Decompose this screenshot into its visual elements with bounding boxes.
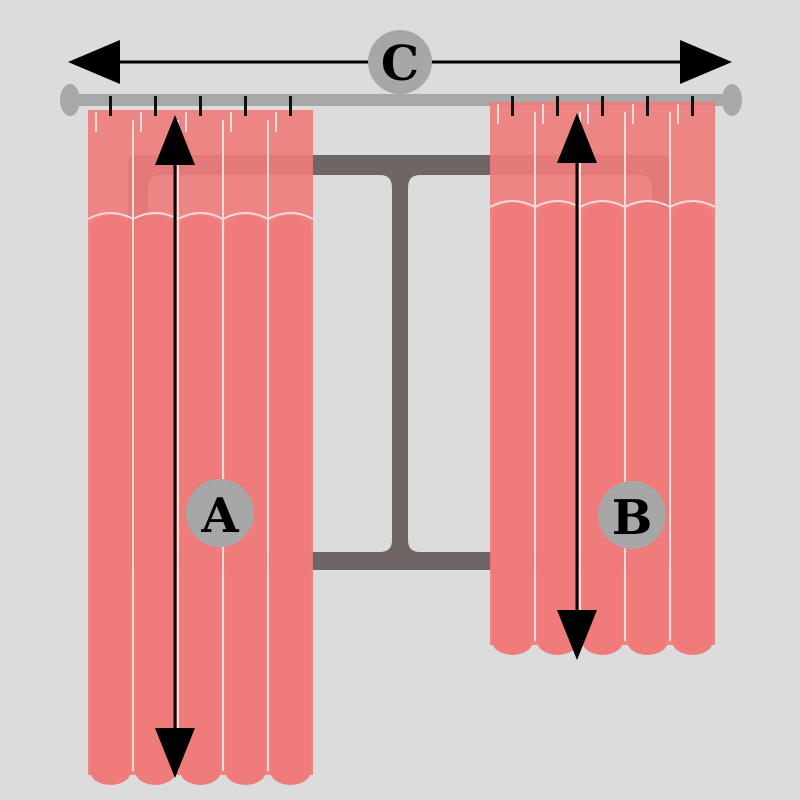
right-drop-label-circle [598,481,666,549]
width-measurement: C [68,30,732,94]
rod-finial-right [722,84,742,116]
width-label: C [381,36,419,92]
left-pleat-heading [177,212,224,220]
width-arrowhead-left [68,40,120,84]
width-arrowhead-right [680,40,732,84]
left-pleat [135,215,176,785]
left-drop-arrowhead-bottom [155,728,195,778]
rod-finial-left [60,84,80,116]
right-drop-label: B [612,490,653,546]
curtain-panel-left [87,96,314,785]
right-pleat [582,203,623,655]
right-pleat-heading [489,200,536,208]
right-pleat [492,203,533,655]
right-pleat-heading [624,200,671,208]
left-pleat-heading [87,212,134,220]
left-pleat-heading [222,212,269,220]
left-drop-label: A [200,488,239,544]
left-pleat [90,215,131,785]
right-drop-arrowhead-top [557,113,597,163]
right-drop-measurement: B [557,113,666,660]
width-label-circle [368,30,432,94]
left-drop-label-circle [186,479,254,547]
left-pleat-heading [267,212,314,220]
right-drop-arrowhead-bottom [557,610,597,660]
left-drop-measurement: A [155,115,254,778]
right-pleat [627,203,668,655]
right-pleat-heading [579,200,626,208]
right-pleat [537,203,578,655]
left-pleat [270,215,311,785]
curtain-panel-right [489,96,716,655]
right-pleat [672,203,713,655]
left-drop-arrowhead-top [155,115,195,165]
right-pleat-heading [669,200,716,208]
